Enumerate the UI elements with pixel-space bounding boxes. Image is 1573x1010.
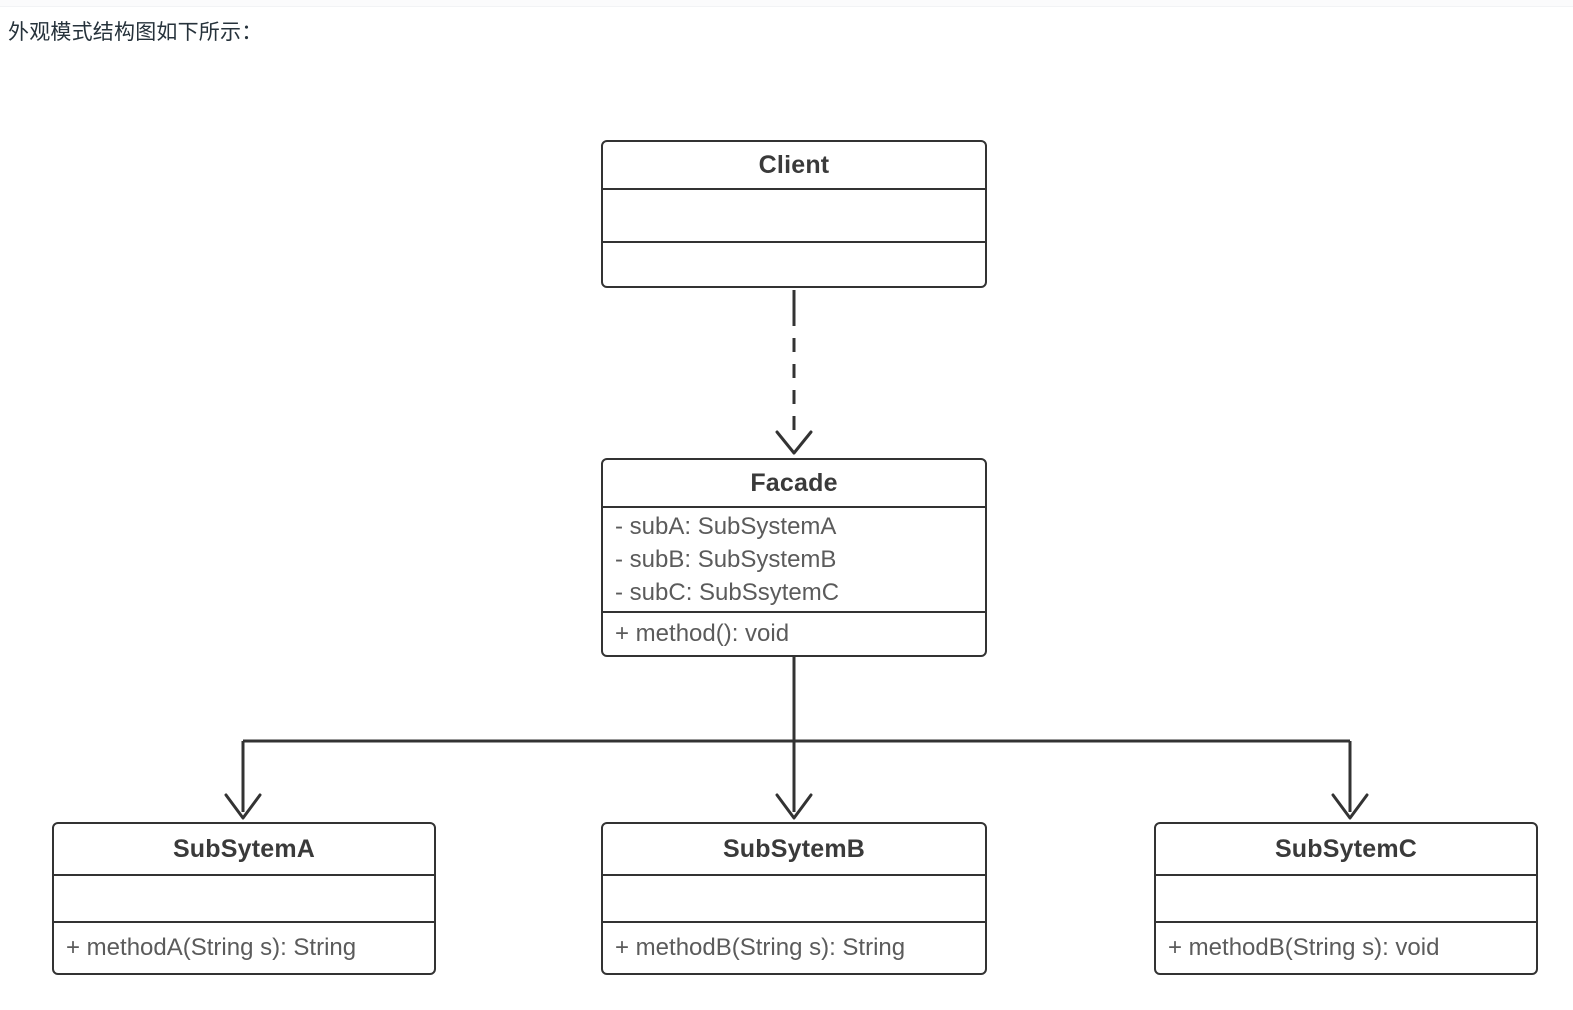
class-attributes-subsystem-a — [54, 874, 434, 921]
class-box-facade[interactable]: Facade - subA: SubSystemA - subB: SubSys… — [601, 458, 987, 657]
class-box-client[interactable]: Client — [601, 140, 987, 288]
class-operations-subsystem-b: + methodB(String s): String — [603, 921, 985, 972]
operation-row: + method(): void — [615, 620, 790, 647]
class-box-subsystem-a[interactable]: SubSytemA + methodA(String s): String — [52, 822, 436, 975]
attribute-row: - subC: SubSsytemC — [615, 579, 840, 606]
edge-client-to-facade — [775, 290, 813, 455]
class-operations-subsystem-a: + methodA(String s): String — [54, 921, 434, 972]
arrowhead-subsystem-c — [1331, 793, 1369, 820]
class-attributes-subsystem-b — [603, 874, 985, 921]
page-top-band — [0, 0, 1573, 7]
operation-row: + methodB(String s): void — [1168, 934, 1440, 961]
class-title-subsystem-b: SubSytemB — [722, 834, 866, 863]
class-attributes-subsystem-c — [1156, 874, 1536, 921]
class-attributes-facade: - subA: SubSystemA - subB: SubSystemB - … — [603, 506, 985, 611]
arrowhead-subsystem-b — [775, 793, 813, 820]
class-operations-subsystem-c: + methodB(String s): void — [1156, 921, 1536, 972]
operation-row: + methodA(String s): String — [66, 934, 357, 961]
class-title-facade: Facade — [750, 468, 838, 497]
class-title-client: Client — [758, 150, 830, 179]
arrowhead-subsystem-a — [224, 793, 262, 820]
class-title-subsystem-c: SubSytemC — [1274, 834, 1418, 863]
arrowhead-facade — [775, 430, 813, 455]
class-title-subsystem-a: SubSytemA — [172, 834, 316, 863]
page-caption: 外观模式结构图如下所示： — [8, 21, 263, 44]
class-operations-facade: + method(): void — [603, 611, 985, 654]
attribute-row: - subB: SubSystemB — [615, 546, 837, 573]
class-operations-client — [603, 241, 985, 285]
class-attributes-client — [603, 188, 985, 241]
attribute-row: - subA: SubSystemA — [615, 513, 837, 540]
class-box-subsystem-c[interactable]: SubSytemC + methodB(String s): void — [1154, 822, 1538, 975]
edge-facade-to-subsystems — [224, 657, 1369, 820]
class-box-subsystem-b[interactable]: SubSytemB + methodB(String s): String — [601, 822, 987, 975]
operation-row: + methodB(String s): String — [615, 934, 906, 961]
